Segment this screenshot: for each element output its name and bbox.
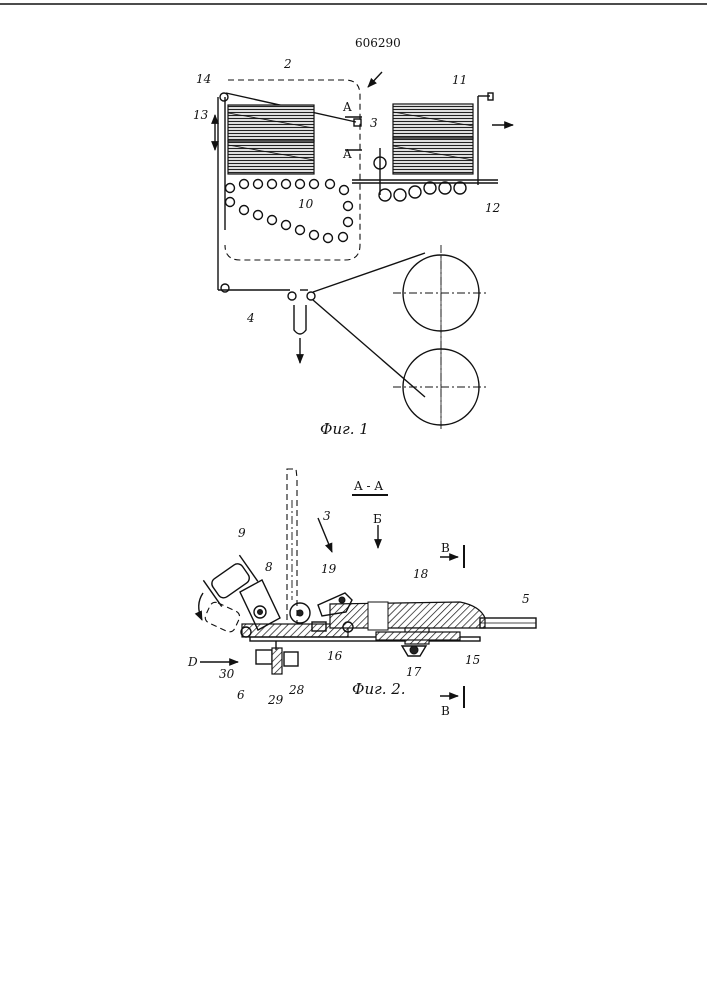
- part-28: [284, 652, 298, 666]
- pulley-bottom-middle: [288, 292, 296, 300]
- label-2: 2: [283, 57, 292, 71]
- label-19: 19: [321, 562, 337, 576]
- figure-1: 2 14 13 3 A A 11 10 12 4 Фиг. 1: [193, 57, 513, 438]
- label-17: 17: [406, 665, 422, 679]
- label-v-bottom: В: [441, 704, 450, 718]
- label-b: Б: [373, 512, 382, 526]
- label-14: 14: [196, 72, 211, 86]
- label-15: 15: [465, 653, 480, 667]
- bobbin-phantom: [203, 600, 241, 633]
- label-29: 29: [267, 693, 284, 707]
- label-a-bottom: A: [342, 147, 352, 161]
- label-3: 3: [370, 116, 378, 130]
- bobbin-9: [203, 555, 257, 606]
- label-4: 4: [246, 311, 255, 325]
- label-13: 13: [193, 108, 209, 122]
- label-a-top: A: [342, 100, 352, 114]
- label-9: 9: [238, 526, 246, 540]
- finished-package-upper: [393, 104, 473, 138]
- pulley-bottom-left: [221, 284, 229, 292]
- label-30: 30: [219, 667, 235, 681]
- label-16: 16: [327, 649, 343, 663]
- label-d: D: [187, 655, 198, 669]
- figure-2: A - A: [187, 469, 536, 718]
- lower-plate-15: [376, 632, 460, 640]
- finished-package-lower: [393, 138, 473, 174]
- belt-lower: [313, 300, 425, 397]
- label-6: 6: [237, 688, 245, 702]
- part-6: [256, 650, 272, 664]
- part-29: [272, 648, 282, 674]
- label-28: 28: [288, 683, 305, 697]
- pulley-bottom-right: [307, 292, 315, 300]
- patent-number: 606290: [355, 36, 401, 50]
- top-left-pulley: [220, 93, 228, 101]
- pivot-arm-8: [240, 580, 280, 630]
- label-v-top: В: [441, 541, 450, 555]
- label-8: 8: [265, 560, 273, 574]
- clamp-body-18: [330, 602, 485, 628]
- label-3-fig2: 3: [323, 509, 331, 523]
- feed-direction-arrow: [368, 72, 382, 87]
- label-5: 5: [522, 592, 530, 606]
- label-18: 18: [413, 567, 429, 581]
- label-12: 12: [485, 201, 500, 215]
- figure-1-caption: Фиг. 1: [320, 420, 369, 438]
- chain-conveyor-10: [226, 180, 353, 243]
- figure-2-caption: Фиг. 2.: [352, 680, 406, 698]
- section-title: A - A: [353, 479, 383, 493]
- belt-drop: [294, 305, 306, 334]
- label-11: 11: [452, 73, 467, 87]
- winding-package-upper: [228, 105, 314, 141]
- label-10: 10: [298, 197, 314, 211]
